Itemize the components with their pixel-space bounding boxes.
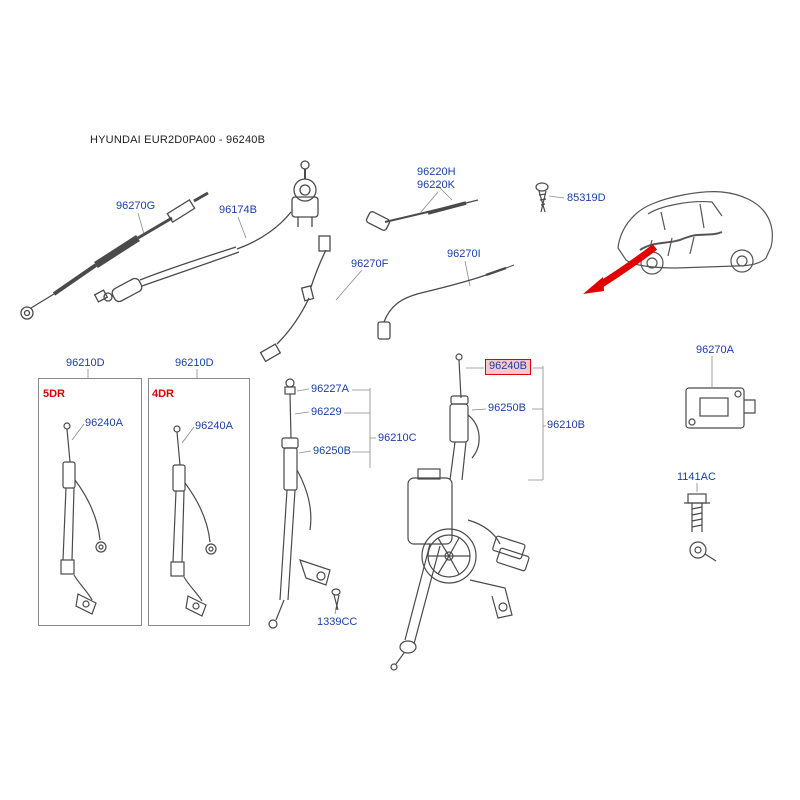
part-label-85319d[interactable]: 85319D (567, 192, 606, 204)
drawing-cable-96270F (259, 235, 331, 363)
variant-label-4dr: 4DR (152, 388, 175, 400)
group-box-5dr (38, 378, 142, 626)
part-label-96229[interactable]: 96229 (311, 406, 342, 418)
variant-label-5dr: 5DR (43, 388, 66, 400)
leader-lines (71, 185, 713, 615)
part-label-96250b-right[interactable]: 96250B (488, 402, 526, 414)
part-label-96240a-4dr[interactable]: 96240A (195, 420, 233, 432)
diagram-title: HYUNDAI EUR2D0PA00 - 96240B (90, 134, 266, 146)
drawing-antenna-5dr (60, 422, 107, 615)
drawing-cable-96270I (377, 264, 515, 340)
drawing-screw-85319D (535, 182, 549, 213)
drawing-antenna-4dr (170, 425, 217, 617)
drawing-antenna-rod-96220 (365, 199, 479, 231)
part-label-96250b-mid[interactable]: 96250B (313, 445, 351, 457)
drawing-antenna-96210C (268, 378, 341, 629)
part-label-96240a-5dr[interactable]: 96240A (85, 417, 123, 429)
part-label-96210d-4dr[interactable]: 96210D (175, 357, 214, 369)
part-label-96220k[interactable]: 96220K (417, 179, 455, 191)
part-label-96210b[interactable]: 96210B (547, 419, 585, 431)
part-label-96240b-highlighted[interactable]: 96240B (485, 359, 531, 375)
part-label-1339cc[interactable]: 1339CC (317, 616, 358, 628)
part-label-96270f[interactable]: 96270F (351, 258, 389, 270)
drawing-module-96270A (685, 387, 756, 429)
car-location-illustration (617, 191, 773, 275)
part-label-96270g[interactable]: 96270G (116, 200, 156, 212)
part-label-1141ac[interactable]: 1141AC (677, 471, 716, 483)
part-label-96270a[interactable]: 96270A (696, 344, 734, 356)
highlight-arrow (583, 244, 658, 294)
drawing-bolt-1141AC (684, 493, 717, 562)
part-label-96220h[interactable]: 96220H (417, 166, 456, 178)
drawing-antenna-cable-96270G (20, 191, 209, 320)
drawing-power-antenna-96240B (390, 353, 530, 671)
part-label-96210c[interactable]: 96210C (378, 432, 417, 444)
drawing-power-plug-96174B (93, 160, 319, 303)
part-label-96270i[interactable]: 96270I (447, 248, 481, 260)
part-label-96227a[interactable]: 96227A (311, 383, 349, 395)
part-label-96210d-5dr[interactable]: 96210D (66, 357, 105, 369)
part-label-96174b[interactable]: 96174B (219, 204, 257, 216)
group-box-4dr (148, 378, 250, 626)
